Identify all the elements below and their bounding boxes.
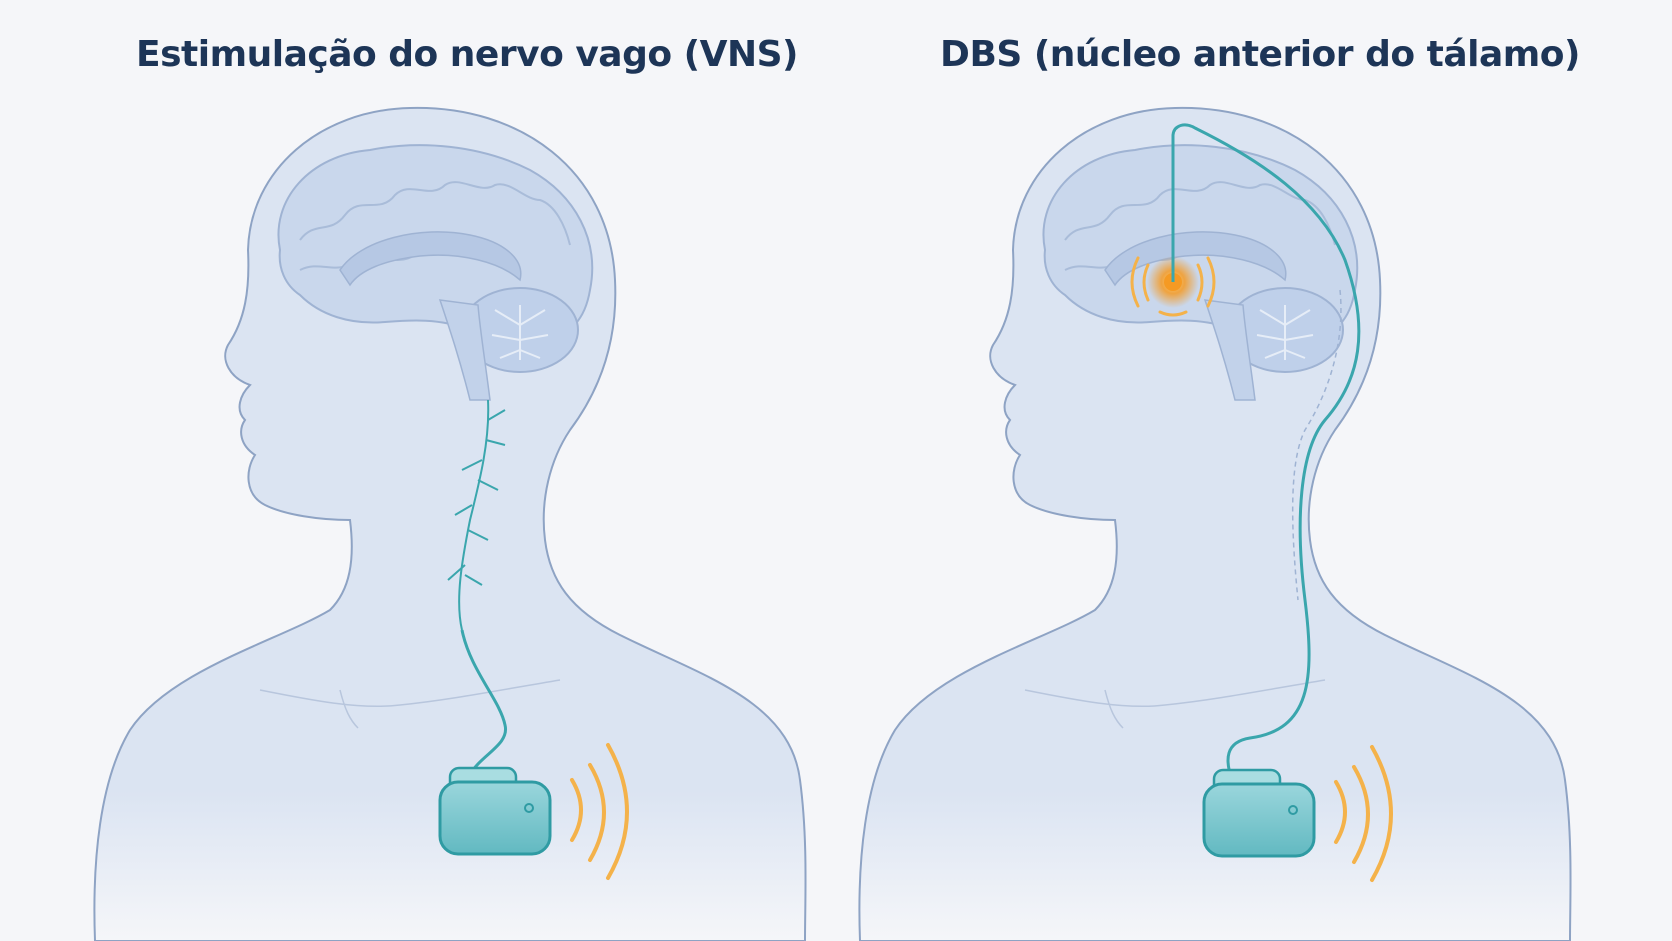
pulse-generator-icon [438,766,552,856]
dbs-figure [858,106,1572,941]
lead-wire [460,629,507,776]
brain-icon [1042,144,1359,401]
signal-waves-icon [1334,745,1393,882]
signal-waves-icon [570,743,629,880]
head-silhouette [858,106,1572,941]
vns-panel-title: Estimulação do nervo vago (VNS) [136,34,798,75]
brain-icon [277,144,594,401]
pulse-generator-icon [1202,768,1316,858]
head-silhouette [93,106,807,941]
lead-wire [1171,123,1361,781]
vns-figure [93,106,807,941]
vagus-nerve-icon [447,399,506,631]
dbs-panel-title: DBS (núcleo anterior do tálamo) [940,34,1580,75]
